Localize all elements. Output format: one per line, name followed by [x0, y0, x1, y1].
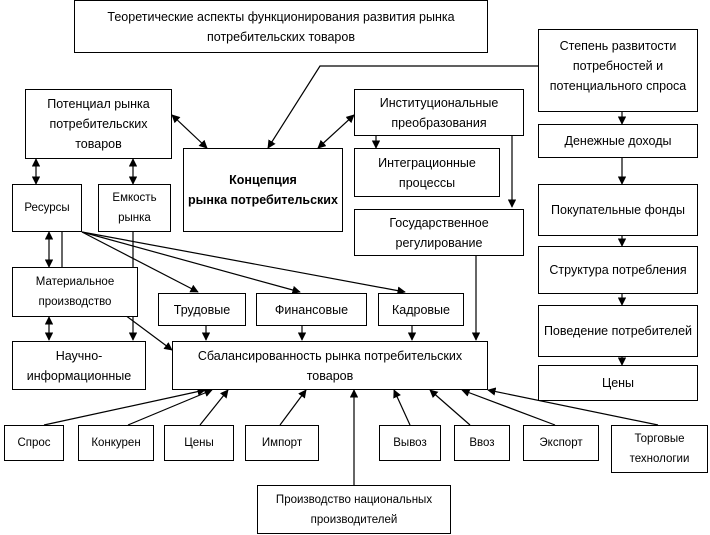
- arrow-import-balance: [279, 389, 307, 426]
- arrow-degree-to-concept: [267, 65, 538, 149]
- capacity-box: Емкость рынка: [98, 184, 171, 232]
- financial-text: Финансовые: [274, 302, 349, 317]
- prices-bottom-text: Цены: [184, 437, 214, 449]
- material-box: Материальное производство: [12, 267, 138, 317]
- purchasing-funds-box: Покупательные фонды: [538, 184, 698, 236]
- resources-box: Ресурсы: [12, 184, 82, 232]
- export-text: Экспорт: [539, 437, 583, 449]
- prices-right-text: Цены: [601, 376, 635, 390]
- title-text: Теоретические аспекты функционирования р…: [107, 9, 455, 44]
- trade-tech-box: Торговые технологии: [611, 425, 708, 473]
- labor-text: Трудовые: [173, 302, 231, 317]
- outflow-box: Вывоз: [379, 425, 441, 461]
- consumer-behavior-box: Поведение потребителей: [538, 305, 698, 357]
- import-text: Импорт: [261, 437, 303, 449]
- arrow-outflow-balance: [393, 389, 411, 426]
- demand-text: Спрос: [17, 437, 51, 449]
- prices-bottom-box: Цены: [164, 425, 234, 461]
- material-text: Материальное производство: [35, 276, 115, 308]
- consumption-structure-box: Структура потребления: [538, 246, 698, 294]
- purchasing-funds-text: Покупательные фонды: [551, 203, 685, 217]
- arrow-demand-balance: [43, 387, 206, 426]
- income-box: Денежные доходы: [538, 124, 698, 158]
- financial-box: Финансовые: [256, 293, 367, 326]
- arrow-resources-labor: [81, 231, 199, 293]
- consumer-behavior-text: Поведение потребителей: [543, 324, 693, 338]
- trade-tech-text: Торговые технологии: [629, 433, 690, 465]
- government-box: Государственное регулирование: [354, 209, 524, 256]
- capacity-text: Емкость рынка: [112, 192, 157, 224]
- balance-text: Сбалансированность рынка потребительских…: [197, 348, 463, 383]
- integration-box: Интеграционные процессы: [354, 148, 500, 197]
- development-degree-text: Степень развитости потребностей и потенц…: [549, 39, 687, 93]
- labor-box: Трудовые: [158, 293, 246, 326]
- personnel-text: Кадровые: [391, 302, 450, 317]
- potential-box: Потенциал рынка потребительских товаров: [25, 89, 172, 159]
- arrow-inflow-balance: [429, 389, 471, 426]
- export-box: Экспорт: [523, 425, 599, 461]
- national-production-box: Производство национальных производителей: [257, 485, 451, 534]
- competition-box: Конкурен: [78, 425, 154, 461]
- competition-text: Конкурен: [91, 437, 141, 449]
- potential-text: Потенциал рынка потребительских товаров: [47, 97, 150, 151]
- development-degree-box: Степень развитости потребностей и потенц…: [538, 29, 698, 112]
- title-box: Теоретические аспекты функционирования р…: [74, 0, 488, 53]
- inflow-text: Ввоз: [469, 437, 495, 449]
- institutional-text: Институциональные преобразования: [379, 95, 499, 130]
- scientific-text: Научно-информационные: [26, 348, 132, 383]
- arrow-resources-personnel: [81, 231, 406, 295]
- balance-box: Сбалансированность рынка потребительских…: [172, 341, 488, 390]
- income-text: Денежные доходы: [564, 134, 672, 148]
- government-text: Государственное регулирование: [389, 215, 489, 250]
- concept-box: Концепция рынка потребительских: [183, 148, 343, 232]
- consumption-structure-text: Структура потребления: [549, 263, 687, 277]
- arrow-prices-balance: [199, 389, 229, 426]
- demand-box: Спрос: [4, 425, 64, 461]
- inflow-box: Ввоз: [454, 425, 510, 461]
- import-box: Импорт: [245, 425, 319, 461]
- arrow-tradetech-balance: [487, 387, 659, 426]
- arrow-institutional-concept: [317, 114, 355, 149]
- prices-right-box: Цены: [538, 365, 698, 401]
- national-production-text: Производство национальных производителей: [275, 493, 433, 526]
- institutional-box: Институциональные преобразования: [354, 89, 524, 136]
- resources-text: Ресурсы: [24, 202, 70, 214]
- scientific-box: Научно-информационные: [12, 341, 146, 390]
- concept-text: Концепция рынка потребительских: [188, 173, 338, 207]
- personnel-box: Кадровые: [378, 293, 464, 326]
- arrow-resources-financial: [81, 231, 301, 295]
- arrow-potential-concept: [171, 114, 208, 149]
- outflow-text: Вывоз: [393, 437, 427, 449]
- arrow-competition-balance: [127, 389, 213, 426]
- arrow-export-balance: [461, 388, 556, 426]
- integration-text: Интеграционные процессы: [378, 155, 476, 190]
